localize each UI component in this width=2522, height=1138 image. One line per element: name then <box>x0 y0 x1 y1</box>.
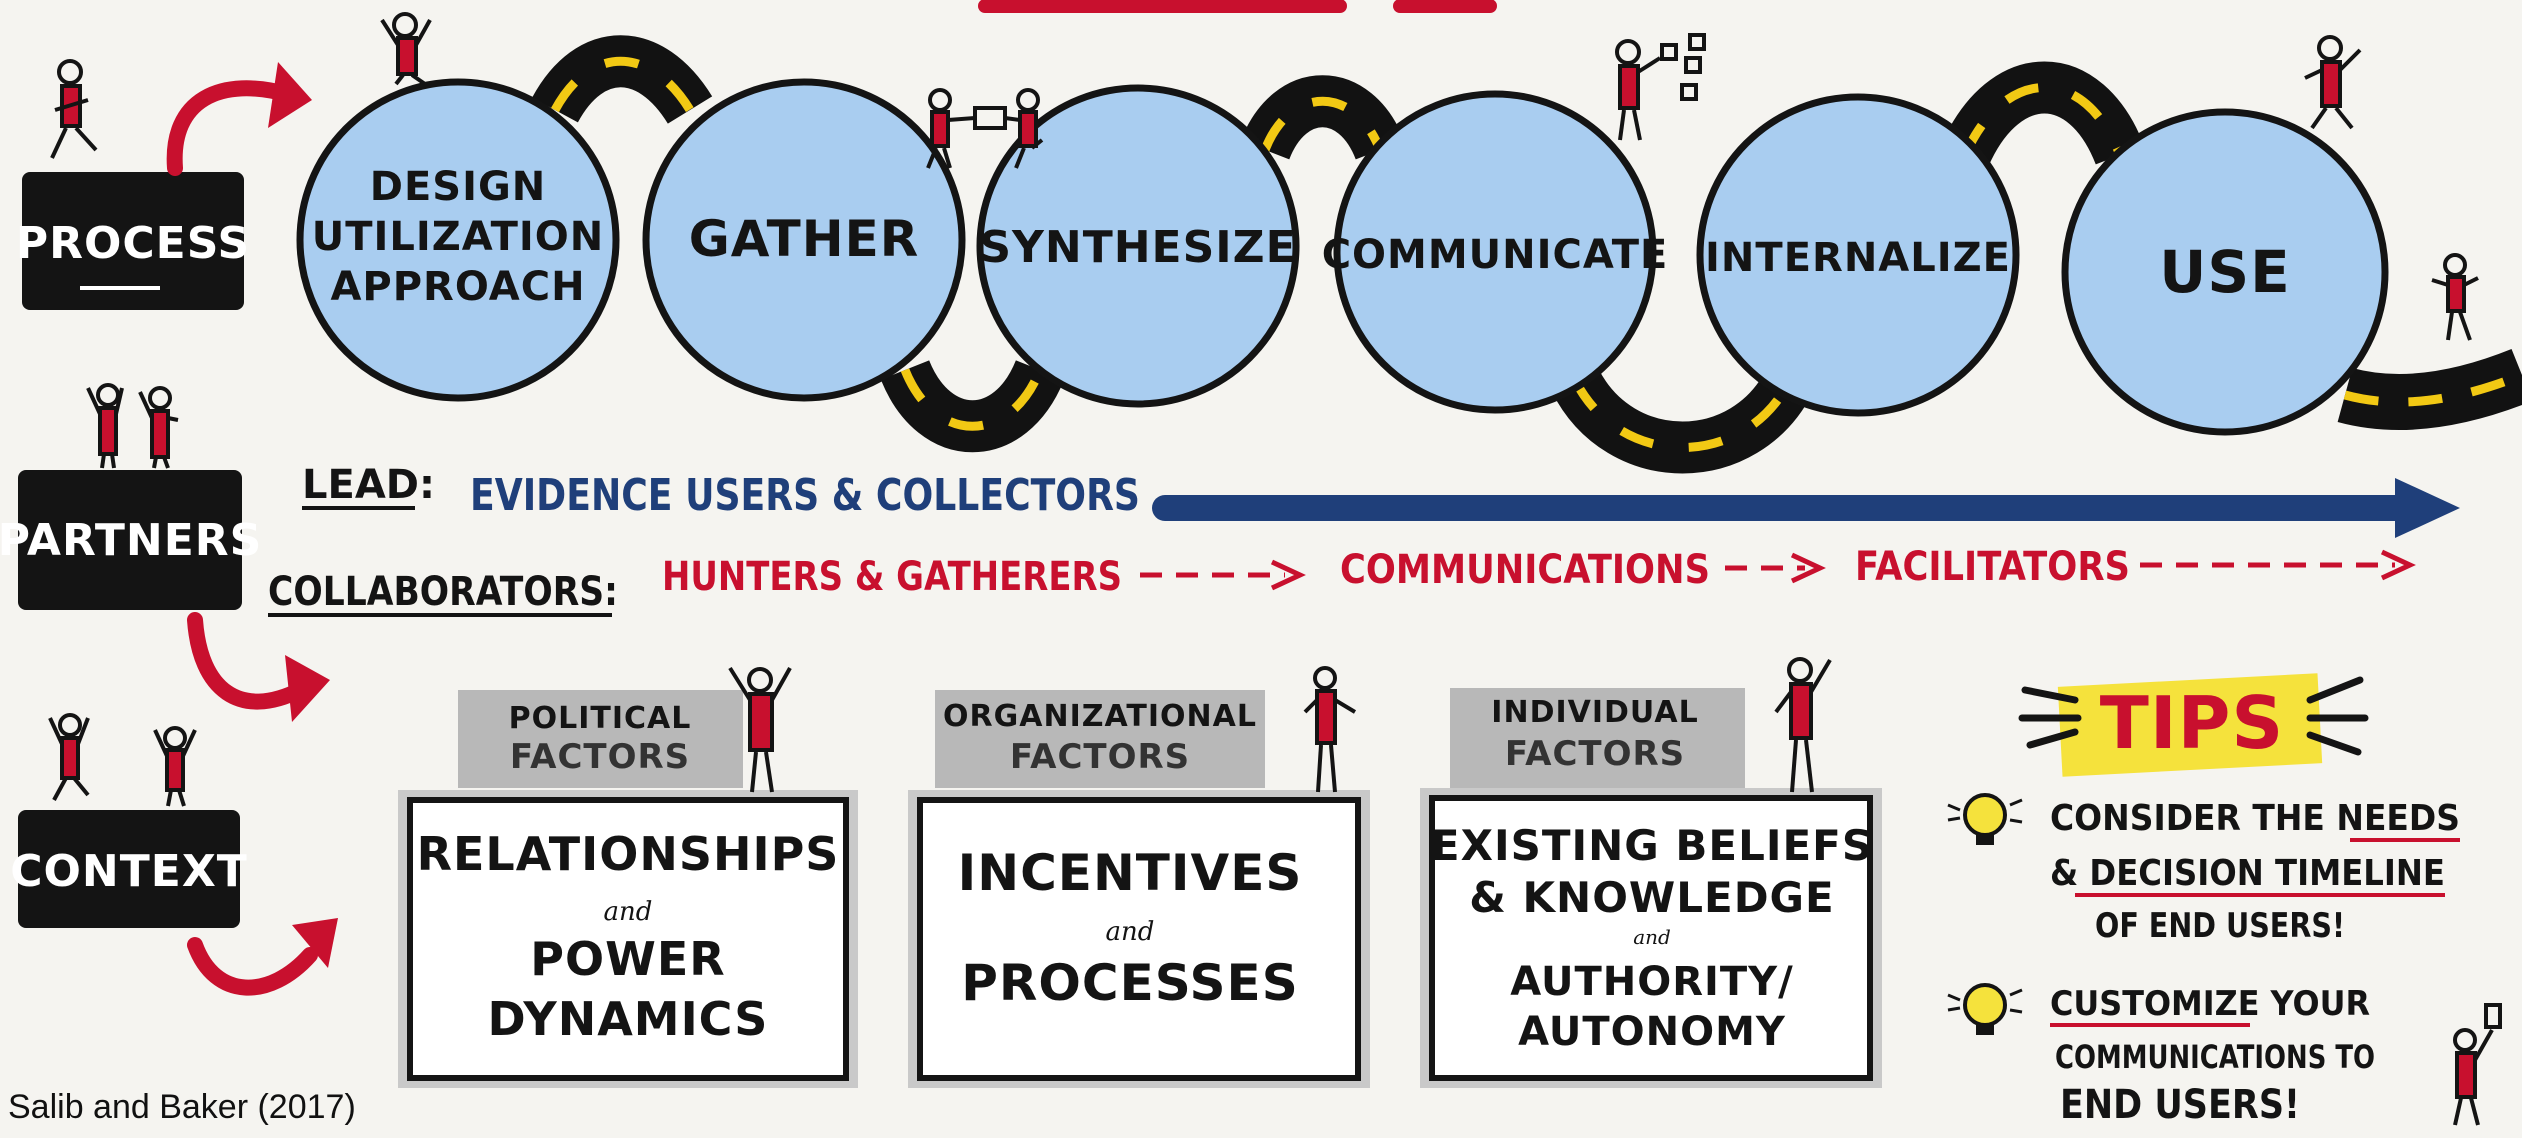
person-figure-icon <box>2453 1003 2502 1126</box>
step-label-line: UTILIZATION <box>312 214 605 260</box>
step-label-line: APPROACH <box>330 264 585 310</box>
person-figure-icon <box>728 666 792 793</box>
tips-burst-lines <box>2018 676 2369 756</box>
process-step-communicate: COMMUNICATE <box>1322 90 1669 414</box>
tip-1-line: CONSIDER THE NEEDS <box>2050 798 2460 839</box>
factor-tab-subtitle: FACTORS <box>1505 734 1685 774</box>
lightbulb-icon <box>1947 983 2023 1035</box>
tip-1-line: OF END USERS! <box>2095 906 2345 946</box>
step-circle <box>296 78 620 402</box>
arrowhead <box>285 655 330 722</box>
factor-tab-subtitle: FACTORS <box>510 737 690 777</box>
factor-tab-title: POLITICAL <box>509 701 692 736</box>
factor-and: and <box>1106 917 1155 947</box>
factor-tab <box>1450 688 1745 788</box>
step-label-line: DESIGN <box>370 164 547 210</box>
factor-line: RELATIONSHIPS <box>417 827 840 881</box>
factor-tab <box>935 690 1265 788</box>
factor-and: and <box>1633 925 1671 949</box>
factor-tab <box>458 690 743 788</box>
person-figure-icon <box>2304 35 2362 130</box>
collab-label: COLLABORATORS: <box>268 569 618 615</box>
step-circle <box>1696 93 2020 417</box>
factor-line: INCENTIVES <box>958 844 1303 902</box>
row-label-text: CONTEXT <box>10 846 248 897</box>
person-figure-icon <box>50 59 98 159</box>
step-label: SYNTHESIZE <box>979 222 1296 273</box>
person-figure-icon <box>86 383 179 469</box>
row-label-text: PROCESS <box>16 218 250 269</box>
factor-line: DYNAMICS <box>488 992 769 1046</box>
factor-line: EXISTING BELIEFS <box>1431 821 1873 870</box>
citation: Salib and Baker (2017) <box>8 1088 356 1126</box>
step-label: INTERNALIZE <box>1705 235 2011 281</box>
factor-line: POWER <box>530 932 725 986</box>
step-label: GATHER <box>689 210 919 268</box>
lead-row: LEAD: EVIDENCE USERS & COLLECTORS <box>302 462 2460 538</box>
step-label: USE <box>2159 238 2291 306</box>
step-label: COMMUNICATE <box>1322 232 1669 278</box>
person-figure-icon <box>48 713 197 807</box>
tips-highlight <box>2057 673 2323 777</box>
person-figure-icon <box>380 12 432 86</box>
person-figure-icon <box>926 88 1044 169</box>
factor-line: AUTHORITY/ <box>1510 959 1794 1005</box>
arrowhead <box>2395 478 2460 538</box>
tip-2-line: COMMUNICATIONS TO <box>2055 1038 2375 1076</box>
road <box>532 35 2522 474</box>
person-figure-icon <box>2431 253 2479 341</box>
factor-line: PROCESSES <box>961 954 1298 1012</box>
tip-2-line: CUSTOMIZE YOUR <box>2050 984 2370 1024</box>
step-circle <box>1333 90 1657 414</box>
factor-box <box>407 797 849 1081</box>
factor-line: AUTONOMY <box>1518 1009 1786 1055</box>
tip-1-line: & DECISION TIMELINE <box>2050 853 2445 894</box>
collab-hunters: HUNTERS & GATHERERS <box>662 554 1122 600</box>
lead-label: LEAD: <box>302 462 435 508</box>
factor-and: and <box>604 897 653 927</box>
row-label-process: PROCESS <box>16 172 250 310</box>
process-step-internalize: INTERNALIZE <box>1696 93 2020 417</box>
step-circle <box>2061 108 2389 436</box>
row-label-text: PARTNERS <box>0 515 262 566</box>
tip-2-line: END USERS! <box>2060 1082 2300 1128</box>
tips-title: TIPS <box>2100 681 2285 765</box>
step-circle <box>642 78 966 402</box>
factor-tab-title: ORGANIZATIONAL <box>943 699 1257 734</box>
lead-text: EVIDENCE USERS & COLLECTORS <box>470 470 1140 521</box>
process-step-use: USE <box>2061 108 2389 436</box>
person-figure-icon <box>1615 33 1706 141</box>
factor-individual: INDIVIDUAL FACTORS EXISTING BELIEFS & KN… <box>1420 688 1882 1088</box>
factor-line: & KNOWLEDGE <box>1469 873 1834 922</box>
step-circle <box>976 84 1300 408</box>
factor-box <box>917 797 1361 1081</box>
collab-communications: COMMUNICATIONS <box>1340 547 1710 593</box>
collab-facilitators: FACILITATORS <box>1855 544 2130 590</box>
factor-tab-subtitle: FACTORS <box>1010 737 1190 777</box>
arrowhead <box>268 62 312 128</box>
curved-arrow-process <box>166 80 298 176</box>
collaborators-row: COLLABORATORS: HUNTERS & GATHERERS COMMU… <box>268 544 2416 617</box>
process-step-design: DESIGN UTILIZATION APPROACH <box>296 78 620 402</box>
row-label-context: CONTEXT <box>10 810 248 928</box>
tips-panel: TIPS CONSIDER THE NEEDS & DECISION TIMEL… <box>1947 673 2460 1128</box>
factor-political: POLITICAL FACTORS RELATIONSHIPS and POWE… <box>398 690 858 1088</box>
curved-arrow-context <box>187 937 318 996</box>
factor-box <box>1429 795 1873 1081</box>
lightbulb-icon <box>1947 793 2023 845</box>
person-figure-icon <box>1774 657 1832 793</box>
process-step-synthesize: SYNTHESIZE <box>976 84 1300 408</box>
row-label-partners: PARTNERS <box>0 470 262 610</box>
factor-tab-title: INDIVIDUAL <box>1491 695 1698 730</box>
person-figure-icon <box>1303 666 1357 793</box>
curved-arrow-partners <box>187 612 308 710</box>
arrowhead <box>292 918 338 968</box>
process-step-gather: GATHER <box>642 78 966 402</box>
factor-organizational: ORGANIZATIONAL FACTORS INCENTIVES and PR… <box>908 690 1370 1088</box>
